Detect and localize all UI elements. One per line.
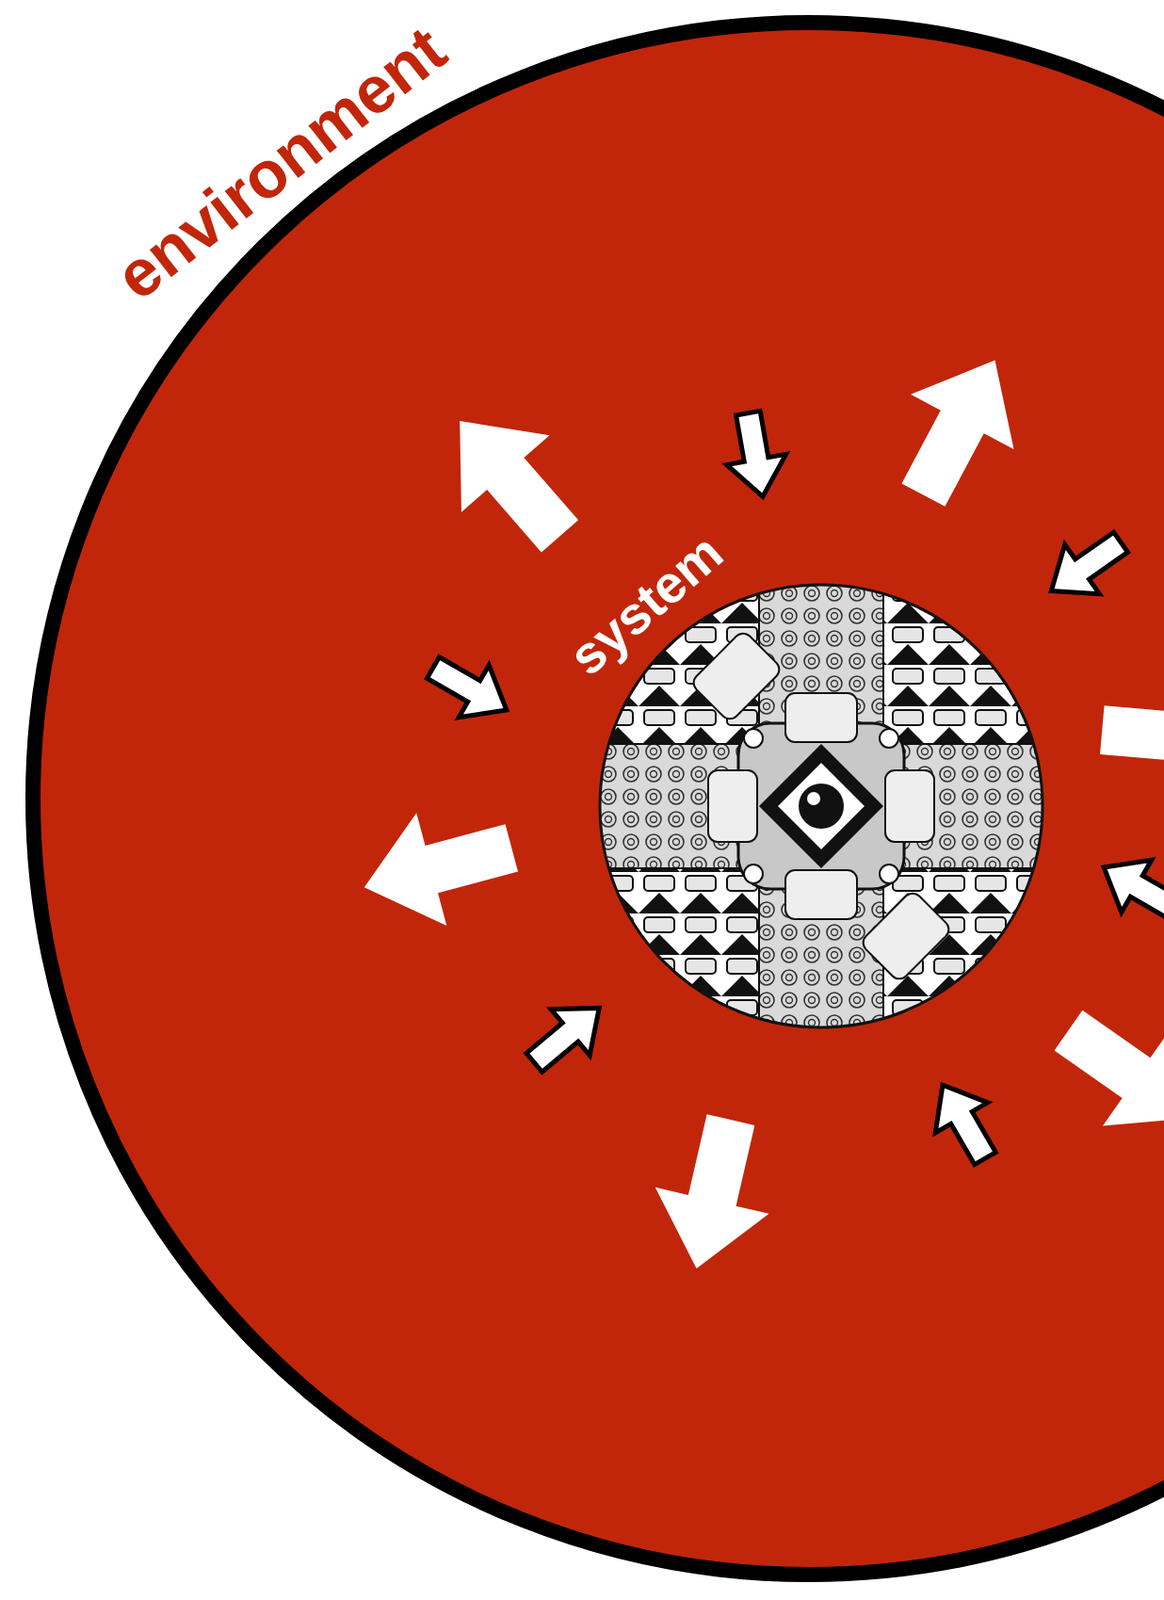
pod-shape <box>785 870 857 920</box>
node-outline <box>597 582 1046 1031</box>
corner-dot <box>743 864 763 884</box>
outward-arrow <box>1034 982 1164 1165</box>
environment-circle: environmentsystem <box>25 15 1164 1583</box>
inward-arrow <box>1088 840 1164 936</box>
inward-arrow <box>418 641 522 736</box>
node-shape <box>597 582 1046 1031</box>
swirl-band <box>759 582 884 1031</box>
outward-arrow <box>415 382 604 575</box>
eye-highlight <box>807 792 821 806</box>
pod-shape <box>785 693 857 743</box>
outward-arrow <box>639 1106 788 1282</box>
outward-arrow <box>872 332 1048 522</box>
corner-dot <box>743 728 763 748</box>
pod-shape <box>708 770 758 842</box>
corner-dot <box>879 864 899 884</box>
center-tile <box>738 723 905 890</box>
inward-arrow <box>916 1069 1011 1174</box>
eye-diamond <box>759 743 884 869</box>
outward-arrow <box>349 791 528 944</box>
corner-dot <box>879 728 899 748</box>
swirl-band <box>597 743 1046 869</box>
outward-arrows <box>349 332 1164 1281</box>
outward-arrow <box>1097 671 1164 802</box>
pod-shape <box>690 630 784 724</box>
inward-arrow <box>1034 517 1138 616</box>
system-border <box>599 584 1043 1028</box>
scale-pattern <box>597 582 1046 1031</box>
eye-diamond-inner <box>776 760 867 852</box>
system-illustration <box>597 582 1046 1031</box>
inward-arrow <box>515 985 619 1086</box>
pod-shape <box>885 770 935 842</box>
inward-arrows <box>418 407 1164 1174</box>
eye-pupil <box>798 783 844 829</box>
system-circle: system <box>597 582 1046 1031</box>
inward-arrow <box>718 407 793 502</box>
pod-shape <box>859 889 954 984</box>
